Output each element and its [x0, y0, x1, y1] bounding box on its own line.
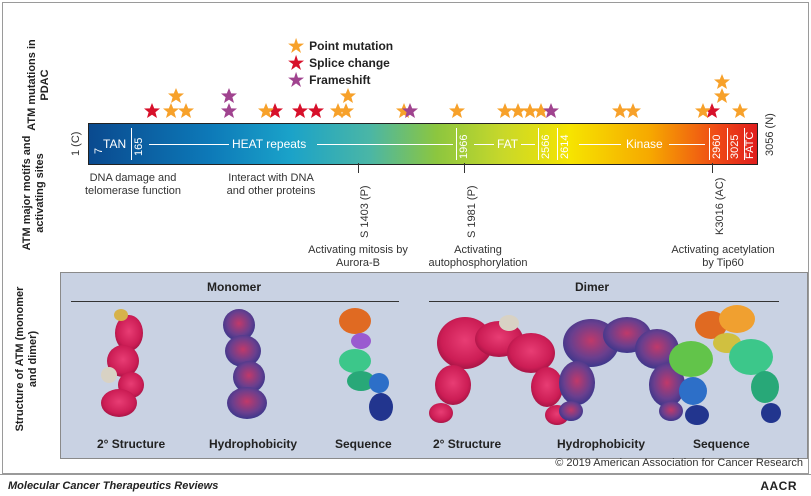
point-star [178, 103, 194, 118]
monomer-rule [71, 301, 399, 302]
domain-tick [538, 128, 539, 160]
heat-line [149, 144, 229, 145]
point-star [168, 88, 184, 103]
point-star [510, 103, 526, 118]
frameshift-star [221, 88, 237, 103]
legend-frameshift: ★ Frameshift [288, 70, 371, 90]
copyright-notice: © 2019 American Association for Cancer R… [555, 457, 803, 469]
point-star [714, 88, 730, 103]
dimer-sequence [669, 305, 781, 425]
c-terminus-label: 3056 (N) [764, 113, 776, 156]
domain-tick [709, 128, 710, 160]
note-acetylation: Activating acetylation by Tip60 [671, 244, 775, 269]
legend-point-mutation: ★ Point mutation [288, 36, 394, 56]
pos-2614-label: 2614 [559, 134, 571, 159]
dimer-secondary-structure [429, 315, 569, 425]
caption-dimer-hydrophobicity: Hydrophobicity [557, 437, 646, 451]
row-label-structure: Structure of ATM (monomer and dimer) [14, 286, 39, 432]
pos-3025-label: 3025 [729, 134, 741, 159]
point-star [732, 103, 748, 118]
pos-2566-label: 2566 [540, 134, 552, 159]
domain-tick [727, 128, 728, 160]
point-star [340, 88, 356, 103]
monomer-title: Monomer [207, 280, 261, 294]
kinase-line [579, 144, 621, 145]
site-k3016-label: K3016 (AC) [714, 177, 726, 235]
point-star [625, 103, 641, 118]
star-icon: ★ [288, 36, 305, 56]
heat-line [317, 144, 453, 145]
splice-star [144, 103, 160, 118]
domain-tick [557, 128, 558, 160]
caption-monomer-secondary: 2° Structure [97, 437, 166, 451]
mutation-stars [144, 74, 748, 118]
fat-line [521, 144, 535, 145]
star-icon: ★ [288, 53, 305, 73]
note-mitosis: Activating mitosis by Aurora-B [308, 244, 408, 269]
dimer-title: Dimer [575, 280, 610, 294]
note-autophos: Activating autophosphorylation [428, 244, 528, 269]
point-star [163, 103, 179, 118]
caption-dimer-secondary: 2° Structure [433, 437, 502, 451]
legend-label: Splice change [309, 56, 390, 70]
heat-repeats-label: HEAT repeats [232, 137, 307, 151]
frameshift-star [221, 103, 237, 118]
kinase-domain-label: Kinase [626, 137, 663, 151]
site-connector [712, 163, 713, 173]
domain-tick [744, 128, 745, 160]
monomer-sequence [339, 308, 393, 421]
legend-label: Frameshift [309, 73, 371, 87]
footer-bar: Molecular Cancer Therapeutics Reviews AA… [0, 474, 811, 496]
monomer-hydrophobicity [223, 309, 267, 419]
domain-tick [456, 128, 457, 160]
fat-domain-label: FAT [497, 137, 519, 151]
protein-structures [101, 305, 781, 425]
site-s1981-label: S 1981 (P) [466, 185, 478, 238]
row-label-motifs: ATM major motifs and activating sites [21, 135, 46, 251]
pos-1966-label: 1966 [458, 134, 470, 159]
caption-monomer-hydrophobicity: Hydrophobicity [209, 437, 298, 451]
domain-tick [131, 128, 132, 160]
publisher-logo: AACR [760, 479, 797, 493]
note-interact: Interact with DNA and other proteins [226, 172, 316, 197]
site-s1403-label: S 1403 (P) [359, 185, 371, 238]
pos-2960-label: 2960 [711, 134, 723, 159]
legend-splice-change: ★ Splice change [288, 53, 390, 73]
site-connector [464, 163, 465, 173]
legend-label: Point mutation [309, 39, 394, 53]
dimer-hydrophobicity [559, 317, 685, 421]
journal-name: Molecular Cancer Therapeutics Reviews [8, 480, 219, 492]
dimer-rule [429, 301, 779, 302]
monomer-secondary-structure [101, 309, 144, 417]
kinase-line [669, 144, 705, 145]
note-dna-damage: DNA damage and telomerase function [85, 172, 181, 197]
caption-monomer-sequence: Sequence [335, 437, 392, 451]
point-star [449, 103, 465, 118]
star-icon: ★ [288, 70, 305, 90]
point-star [497, 103, 513, 118]
fat-line [474, 144, 494, 145]
site-connector [358, 163, 359, 173]
n-terminus-label: 1 (C) [70, 131, 82, 156]
pos-165-label: 165 [133, 137, 145, 156]
point-star [714, 74, 730, 89]
point-star [612, 103, 628, 118]
caption-dimer-sequence: Sequence [693, 437, 750, 451]
splice-star [308, 103, 324, 118]
fatc-domain-label: FATC [744, 131, 756, 159]
splice-star [292, 103, 308, 118]
structure-panel: Monomer Dimer [60, 272, 808, 459]
tan-domain-label: TAN [103, 137, 127, 151]
atm-domain-bar: 7 TAN 165 HEAT repeats 1966 FAT 2566 261… [88, 123, 758, 165]
